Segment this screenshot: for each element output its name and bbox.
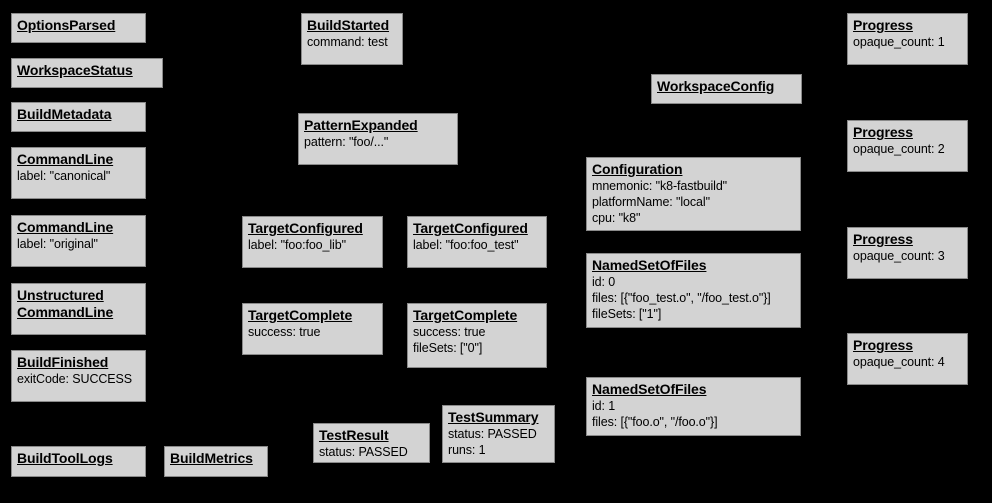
event-node-title: Configuration	[592, 161, 683, 177]
event-node-options-parsed[interactable]: OptionsParsed	[11, 13, 146, 43]
event-node-title: TargetComplete	[413, 307, 518, 323]
event-node-workspace-status[interactable]: WorkspaceStatus	[11, 58, 163, 88]
event-node-target-configured-foo-lib[interactable]: TargetConfigured label: "foo:foo_lib"	[242, 216, 383, 268]
event-node-fields: opaque_count: 2	[853, 142, 945, 156]
event-node-title: Unstructured CommandLine	[17, 287, 114, 320]
event-node-fields: success: true	[248, 325, 321, 339]
event-node-fields: mnemonic: "k8-fastbuild" platformName: "…	[592, 179, 728, 225]
event-node-title: TargetComplete	[248, 307, 353, 323]
event-node-fields: label: "original"	[17, 237, 98, 251]
event-node-progress-1[interactable]: Progress opaque_count: 1	[847, 13, 968, 65]
event-node-target-configured-foo-test[interactable]: TargetConfigured label: "foo:foo_test"	[407, 216, 547, 268]
event-node-title: WorkspaceStatus	[17, 62, 133, 78]
event-node-title: NamedSetOfFiles	[592, 381, 707, 397]
event-node-build-tool-logs[interactable]: BuildToolLogs	[11, 446, 146, 477]
event-node-fields: label: "canonical"	[17, 169, 111, 183]
event-node-title: Progress	[853, 124, 913, 140]
event-node-named-set-of-files-1[interactable]: NamedSetOfFiles id: 1 files: [{"foo.o", "…	[586, 377, 801, 436]
event-node-fields: success: true fileSets: ["0"]	[413, 325, 486, 355]
event-node-title: BuildToolLogs	[17, 450, 113, 466]
event-node-title: TargetConfigured	[413, 220, 528, 236]
event-node-progress-3[interactable]: Progress opaque_count: 3	[847, 227, 968, 279]
event-node-build-metadata[interactable]: BuildMetadata	[11, 102, 146, 132]
event-node-title: BuildMetrics	[170, 450, 253, 466]
event-node-progress-4[interactable]: Progress opaque_count: 4	[847, 333, 968, 385]
event-node-title: Progress	[853, 231, 913, 247]
event-node-title: BuildFinished	[17, 354, 109, 370]
event-node-target-complete-test[interactable]: TargetComplete success: true fileSets: ["…	[407, 303, 547, 368]
event-node-fields: command: test	[307, 35, 388, 49]
event-node-fields: id: 1 files: [{"foo.o", "/foo.o"}]	[592, 399, 718, 429]
event-node-unstructured-command-line[interactable]: Unstructured CommandLine	[11, 283, 146, 335]
event-node-title: Progress	[853, 337, 913, 353]
event-node-build-finished[interactable]: BuildFinished exitCode: SUCCESS	[11, 350, 146, 402]
event-node-fields: opaque_count: 4	[853, 355, 945, 369]
event-node-title: Progress	[853, 17, 913, 33]
event-node-target-complete-lib[interactable]: TargetComplete success: true	[242, 303, 383, 355]
event-node-test-summary[interactable]: TestSummary status: PASSED runs: 1	[442, 405, 555, 463]
event-node-progress-2[interactable]: Progress opaque_count: 2	[847, 120, 968, 172]
event-node-fields: label: "foo:foo_test"	[413, 238, 519, 252]
event-node-build-metrics[interactable]: BuildMetrics	[164, 446, 268, 477]
event-node-title: TestSummary	[448, 409, 539, 425]
event-node-fields: exitCode: SUCCESS	[17, 372, 133, 386]
event-node-title: PatternExpanded	[304, 117, 418, 133]
event-node-title: NamedSetOfFiles	[592, 257, 707, 273]
event-node-fields: id: 0 files: [{"foo_test.o", "/foo_test.…	[592, 275, 771, 321]
event-node-named-set-of-files-0[interactable]: NamedSetOfFiles id: 0 files: [{"foo_test.…	[586, 253, 801, 328]
event-node-command-line-original[interactable]: CommandLine label: "original"	[11, 215, 146, 267]
event-node-test-result[interactable]: TestResult status: PASSED	[313, 423, 430, 463]
event-node-configuration[interactable]: Configuration mnemonic: "k8-fastbuild" pl…	[586, 157, 801, 231]
event-node-fields: pattern: "foo/..."	[304, 135, 389, 149]
event-node-build-started[interactable]: BuildStarted command: test	[301, 13, 403, 65]
event-node-title: CommandLine	[17, 151, 114, 167]
event-node-fields: status: PASSED	[319, 445, 408, 459]
event-node-fields: label: "foo:foo_lib"	[248, 238, 346, 252]
event-node-title: TestResult	[319, 427, 389, 443]
event-node-title: BuildStarted	[307, 17, 390, 33]
event-node-title: CommandLine	[17, 219, 114, 235]
event-node-title: WorkspaceConfig	[657, 78, 775, 94]
event-node-fields: opaque_count: 3	[853, 249, 945, 263]
event-node-pattern-expanded[interactable]: PatternExpanded pattern: "foo/..."	[298, 113, 458, 165]
event-node-workspace-config[interactable]: WorkspaceConfig	[651, 74, 802, 104]
event-node-fields: status: PASSED runs: 1	[448, 427, 537, 457]
event-node-command-line-canonical[interactable]: CommandLine label: "canonical"	[11, 147, 146, 199]
event-node-title: OptionsParsed	[17, 17, 116, 33]
event-node-title: TargetConfigured	[248, 220, 363, 236]
event-node-fields: opaque_count: 1	[853, 35, 945, 49]
event-node-title: BuildMetadata	[17, 106, 112, 122]
